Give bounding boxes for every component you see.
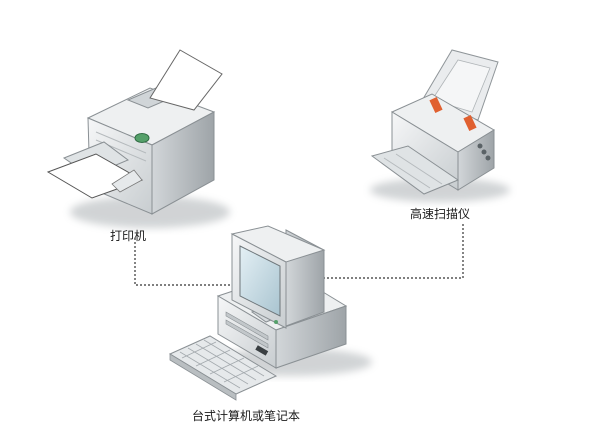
printer-label: 打印机 <box>110 229 147 243</box>
connection-computer-scanner <box>323 222 464 279</box>
printer-icon <box>46 49 230 228</box>
connection-computer-printer <box>134 238 232 286</box>
scanner-icon <box>370 49 510 202</box>
desktop-computer-icon <box>168 225 372 401</box>
scanner-label: 高速扫描仪 <box>410 207 471 221</box>
computer-label: 台式计算机或笔记本 <box>192 409 301 423</box>
